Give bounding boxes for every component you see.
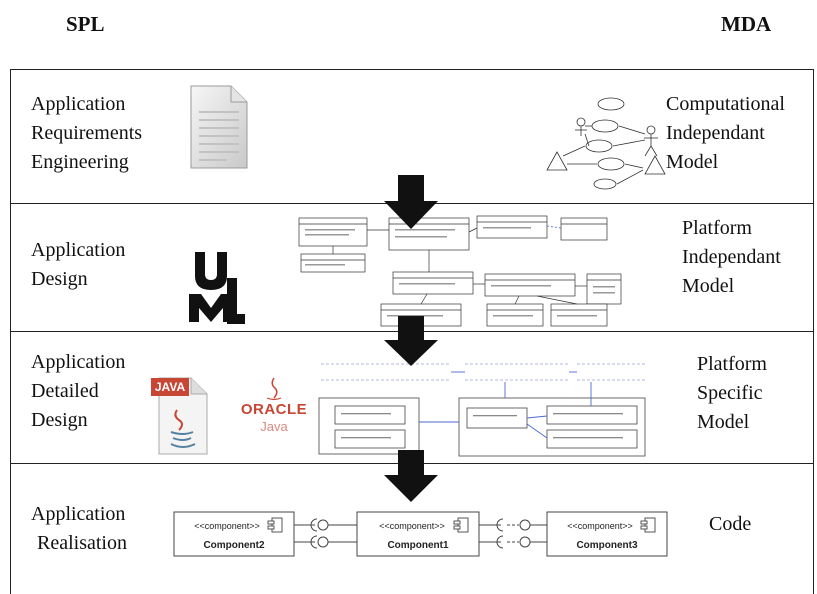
component-name: Component1 bbox=[387, 540, 449, 551]
spl-stage-label: Application Realisation bbox=[31, 503, 127, 554]
stage-detailed-design: Application Detailed Design JAVA ORACLE … bbox=[10, 331, 814, 464]
uml-logo-icon bbox=[189, 252, 245, 324]
spl-stage-label: Application Design bbox=[31, 239, 126, 290]
platform-specific-diagram bbox=[318, 363, 646, 457]
class-diagram bbox=[298, 215, 622, 327]
spl-stage-label: Application Requirements Engineering bbox=[31, 93, 143, 173]
down-arrow-icon bbox=[384, 450, 438, 502]
component-stereotype: <<component>> bbox=[567, 521, 633, 531]
mda-stage-label: Platform Independant Model bbox=[682, 217, 781, 297]
use-case-diagram bbox=[546, 97, 666, 190]
mda-stage-label: Platform Specific Model bbox=[697, 353, 767, 433]
mda-stage-label: Code bbox=[709, 513, 752, 535]
down-arrow-icon bbox=[384, 175, 438, 229]
spl-header: SPL bbox=[66, 12, 105, 36]
stage-design: Application Design bbox=[10, 203, 814, 332]
component-stereotype: <<component>> bbox=[194, 521, 260, 531]
component-name: Component2 bbox=[203, 540, 265, 551]
component-stereotype: <<component>> bbox=[379, 521, 445, 531]
mda-stage-label: Computational Independant Model bbox=[666, 93, 785, 173]
document-icon bbox=[190, 85, 248, 169]
mda-header: MDA bbox=[721, 12, 772, 36]
component-diagram: <<component>> Component2 <<component>> C… bbox=[173, 511, 668, 557]
oracle-java-logo: ORACLE Java bbox=[239, 376, 309, 446]
component-name: Component3 bbox=[576, 540, 638, 551]
spl-stage-label: Application Detailed Design bbox=[31, 351, 126, 431]
java-file-icon: JAVA bbox=[151, 374, 211, 456]
down-arrow-icon bbox=[384, 316, 438, 366]
